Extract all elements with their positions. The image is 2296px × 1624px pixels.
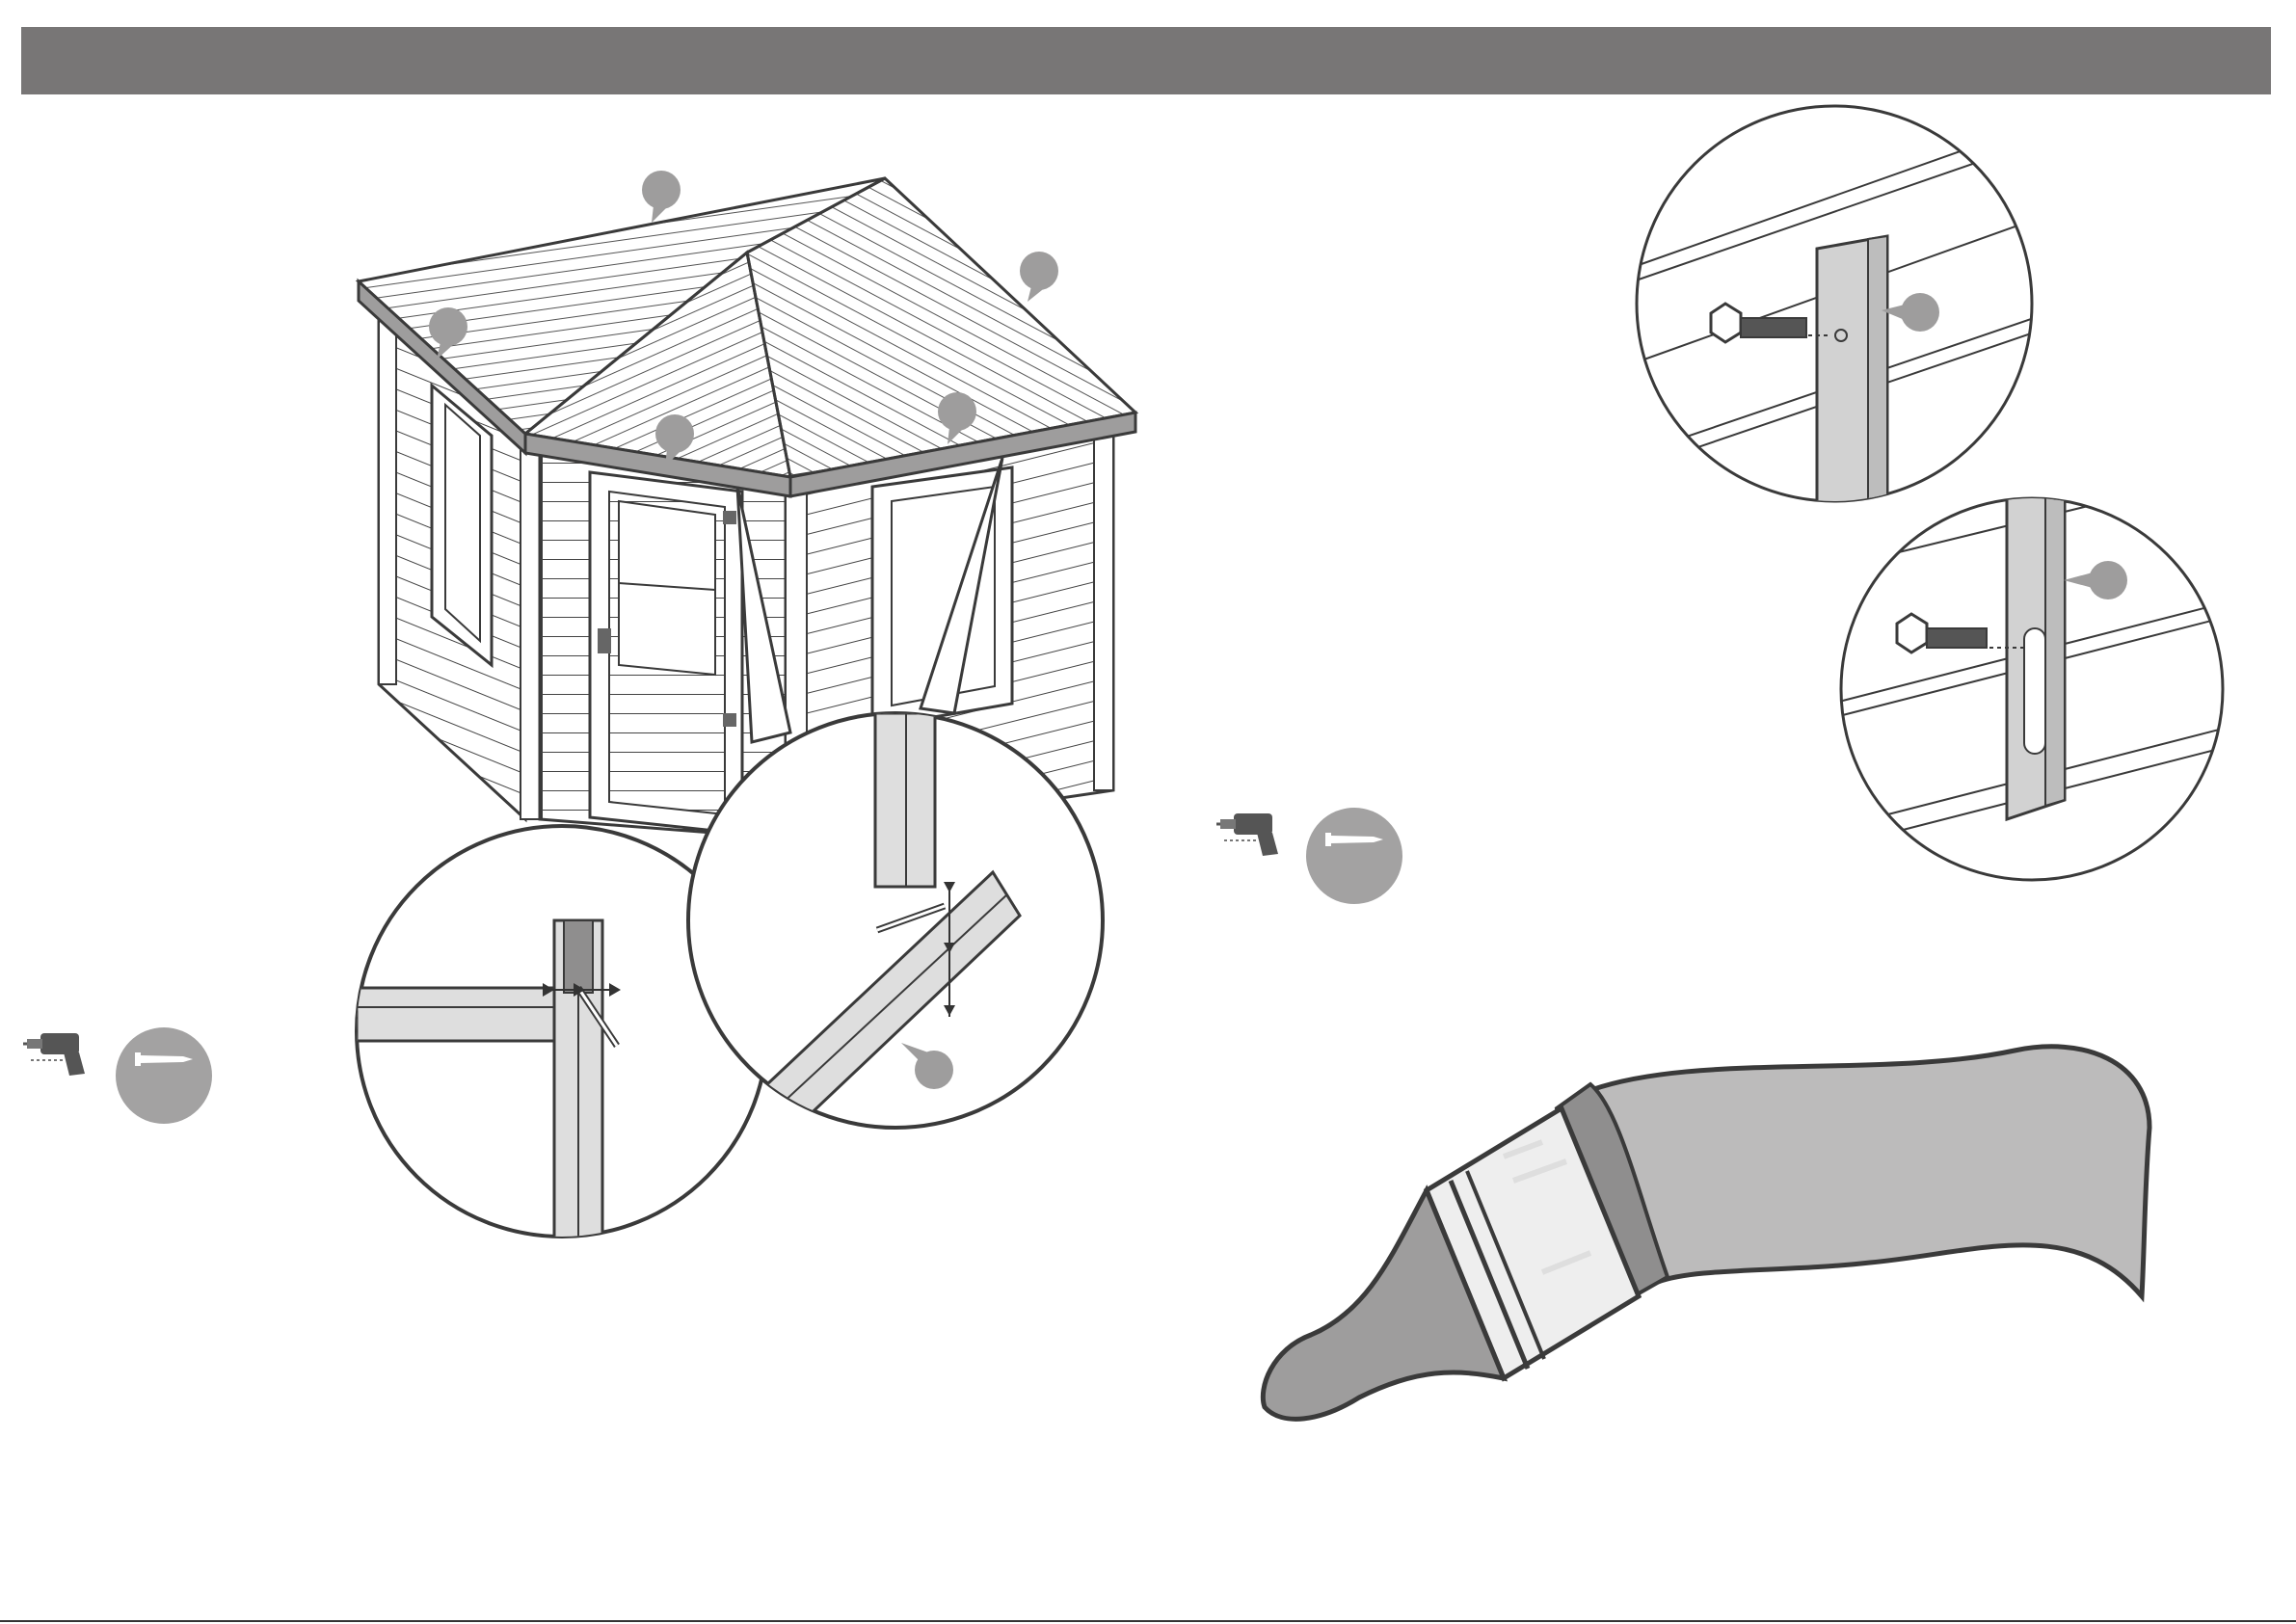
bottom-rule (0, 1620, 2296, 1622)
callout-marker-icon (642, 171, 681, 223)
tool-step-drill-screw-left (23, 1027, 212, 1124)
callout-marker-icon (1020, 252, 1058, 302)
detail-circle-bolt-hole (1637, 106, 2034, 506)
paintbrush-icon (1263, 1047, 2149, 1420)
door-handle-icon (598, 628, 611, 653)
drill-icon (1216, 813, 1278, 856)
cabin-door (590, 472, 742, 834)
drill-icon (23, 1033, 85, 1076)
corner-cabin-illustration (359, 178, 1135, 839)
detail-circle-bolt-slot (1831, 472, 2227, 880)
tool-step-drill-screw-middle (1216, 808, 1402, 904)
